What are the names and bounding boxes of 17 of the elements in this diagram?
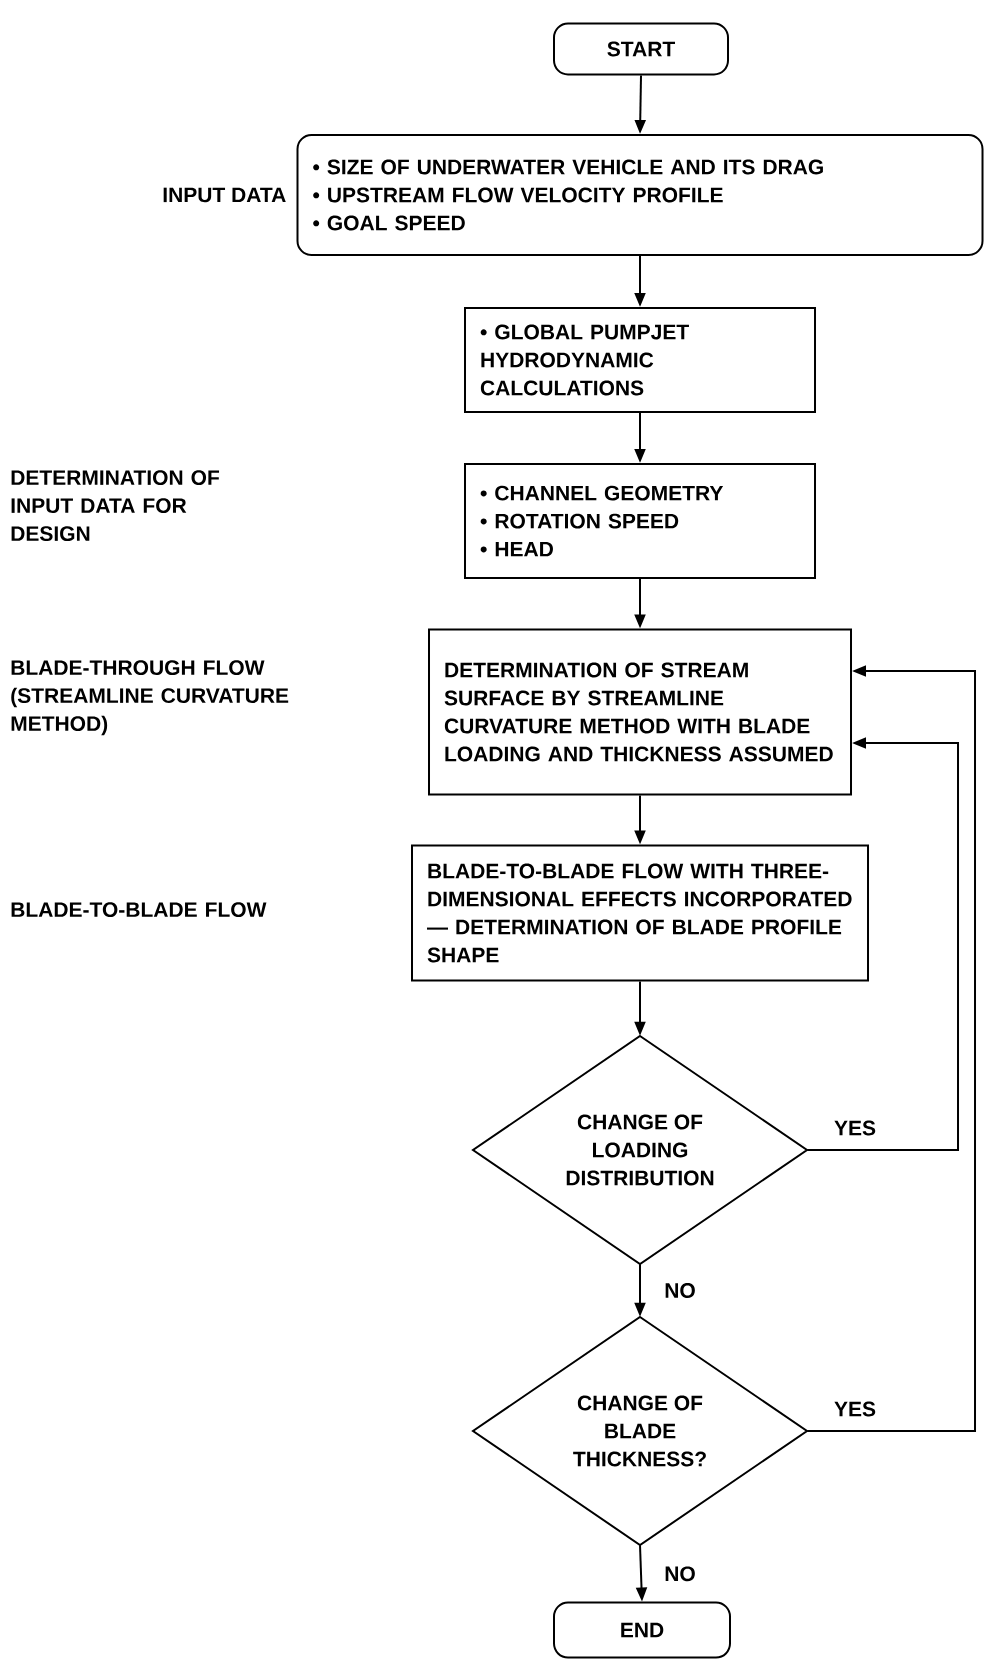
edge-label: YES xyxy=(832,1399,878,1419)
arrow xyxy=(806,665,976,1432)
stage-label: BLADE-THROUGH FLOW (STREAMLINE CURVATURE METHOD) xyxy=(11,660,289,736)
edge-label: NO xyxy=(662,1281,698,1300)
process-box: • GLOBAL PUMPJET HYDRODYNAMIC CALCULATIONS xyxy=(464,307,816,413)
terminal-box: END xyxy=(553,1601,731,1659)
edge-label: YES xyxy=(832,1118,878,1138)
input-box: • SIZE OF UNDERWATER VEHICLE AND ITS DRAG • UPSTREAM FLOW VELOCITY PROFILE • GOAL SPEED xyxy=(296,134,984,256)
terminal-box: START xyxy=(553,22,729,76)
process-box: DETERMINATION OF STREAM SURFACE BY STREAMLINE CURVATURE METHOD WITH BLADE LOADING AND THICKNESS ASSUMED xyxy=(428,628,852,796)
stage-label: DETERMINATION OF INPUT DATA FOR DESIGN xyxy=(11,470,220,542)
process-box: BLADE-TO-BLADE FLOW WITH THREE-DIMENSIONAL EFFECTS INCORPORATED — DETERMINATION OF BLADE PROFILE SHAPE xyxy=(411,844,869,982)
process-box: • CHANNEL GEOMETRY • ROTATION SPEED • HEAD xyxy=(464,463,816,579)
arrow xyxy=(806,737,959,1151)
edge-label: NO xyxy=(662,1564,698,1584)
stage-label: BLADE-TO-BLADE FLOW xyxy=(11,902,267,918)
side-label: INPUT DATA xyxy=(163,187,286,203)
